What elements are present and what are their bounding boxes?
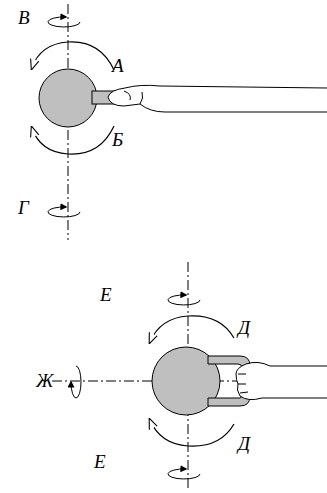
hand	[124, 91, 143, 104]
rotation-arrow	[150, 316, 234, 342]
rotation-label: В	[18, 8, 30, 27]
rotation-arrow	[168, 469, 200, 479]
rotation-arrow	[32, 126, 114, 154]
rotation-arrow	[168, 295, 200, 305]
rotation-label: Г	[18, 198, 29, 217]
rotation-label: Д	[238, 318, 250, 337]
rotation-arrow	[71, 366, 81, 398]
rotation-label: Ж	[36, 371, 53, 390]
rotation-arrow	[150, 420, 234, 446]
rotation-label: Е	[100, 285, 112, 304]
rotation-label: Б	[112, 130, 123, 149]
hand	[238, 374, 248, 393]
kettlebell-body	[39, 69, 97, 127]
rotation-arrow	[48, 17, 80, 27]
hand	[236, 362, 327, 399]
rotation-label: Е	[94, 452, 106, 471]
rotation-label: А	[112, 56, 124, 75]
rotation-arrow	[48, 207, 80, 217]
hand	[108, 85, 327, 112]
rotation-arrow	[32, 42, 114, 70]
rotation-label: Д	[238, 434, 250, 453]
